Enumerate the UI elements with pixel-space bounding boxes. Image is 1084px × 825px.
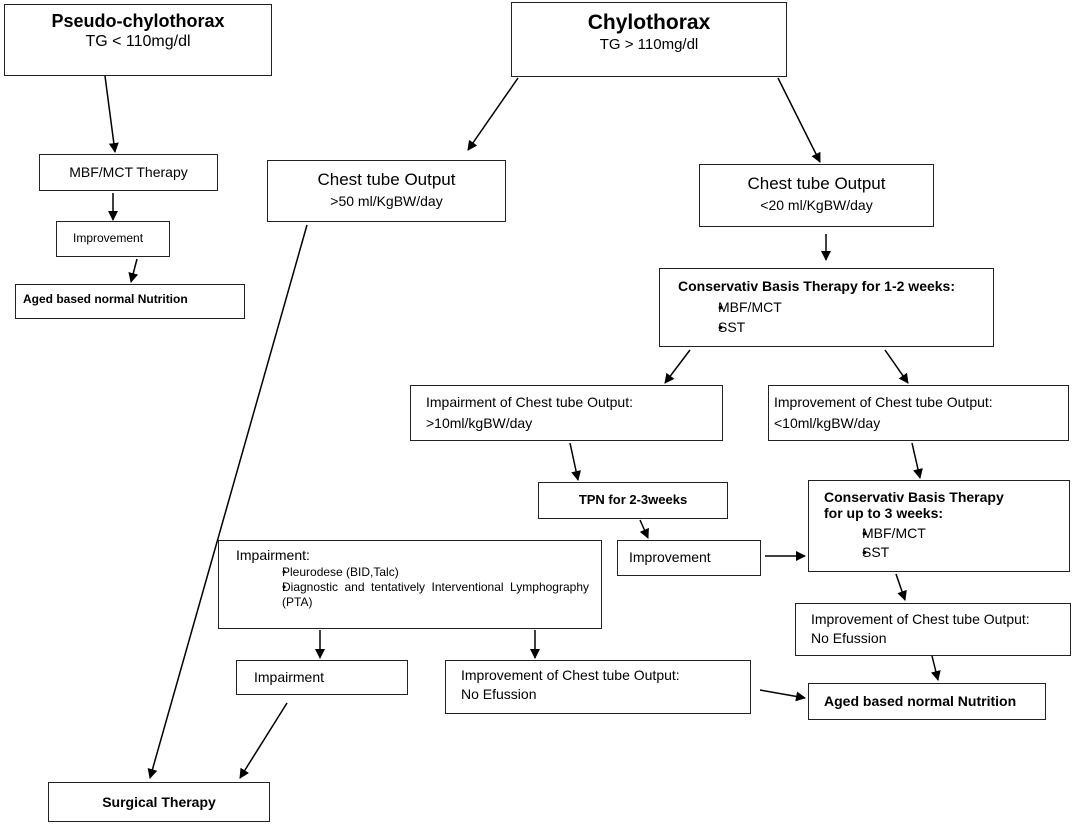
- arrow-improvement-to-aged: [128, 258, 139, 283]
- tpn-label: TPN for 2-3weeks: [578, 492, 688, 507]
- conservative-therapy-2-item: MBF/MCT: [824, 524, 1069, 543]
- no-effusion-mid-line2: No Efussion: [461, 686, 537, 702]
- arrow-tpn-to-improvement-mid: [639, 519, 649, 539]
- impairment-output-line2: >10ml/kgBW/day: [426, 415, 533, 431]
- arrow-chylo-to-output-low: [777, 77, 821, 163]
- conservative-therapy-2-item: SST: [824, 543, 1069, 562]
- conservative-therapy-2-title-line1: Conservativ Basis Therapy: [824, 489, 1004, 505]
- arrow-chylo-to-output-high: [467, 77, 519, 151]
- pseudo-chylothorax-title: Pseudo-chylothorax: [51, 11, 225, 31]
- conservative-therapy-1-list: MBF/MCT SST: [678, 297, 993, 337]
- improvement-output-line2: <10ml/kgBW/day: [774, 415, 881, 431]
- conservative-therapy-2-box: Conservativ Basis Therapy for up to 3 we…: [808, 480, 1070, 572]
- impairment-interventions-list: Pleurodese (BID,Talc) Diagnostic and ten…: [236, 565, 589, 610]
- no-effusion-mid-line1: Improvement of Chest tube Output:: [461, 667, 680, 683]
- impairment-output-line1: Impairment of Chest tube Output:: [426, 394, 633, 410]
- chylothorax-subtitle: TG > 110mg/dl: [599, 36, 699, 53]
- arrow-improvement-to-conservative2: [911, 442, 923, 479]
- pseudo-chylothorax-subtitle: TG < 110mg/dl: [85, 33, 191, 50]
- improvement-left-box: Improvement: [56, 221, 170, 257]
- arrow-impairment-to-tpn: [569, 442, 581, 481]
- improvement-mid-box: Improvement: [617, 540, 761, 576]
- mbf-mct-therapy-box: MBF/MCT Therapy: [39, 154, 218, 191]
- chylothorax-box: Chylothorax TG > 110mg/dl: [511, 2, 787, 77]
- arrow-conservative-to-improvement: [884, 349, 909, 384]
- improvement-output-line1: Improvement of Chest tube Output:: [774, 394, 993, 410]
- impairment-small-box: Impairment: [236, 660, 408, 695]
- surgical-therapy-box: Surgical Therapy: [48, 782, 270, 822]
- arrow-conservative2-to-no-effusion: [895, 573, 907, 601]
- no-effusion-right-line2: No Efussion: [811, 630, 887, 646]
- mbf-mct-therapy-label: MBF/MCT Therapy: [69, 164, 188, 180]
- chest-output-high-title: Chest tube Output: [317, 170, 456, 189]
- chylothorax-title: Chylothorax: [587, 11, 711, 34]
- chest-output-high-subtitle: >50 ml/KgBW/day: [330, 193, 443, 209]
- conservative-therapy-2-list: MBF/MCT SST: [824, 524, 1069, 562]
- conservative-therapy-1-item: MBF/MCT: [678, 297, 993, 317]
- arrow-output-high-to-surgical: [147, 224, 308, 779]
- impairment-interventions-item: Diagnostic and tentatively Interventiona…: [236, 580, 589, 610]
- impairment-interventions-title: Impairment:: [236, 547, 310, 563]
- arrow-no-effusion-to-aged-right: [759, 689, 806, 702]
- chest-output-high-box: Chest tube Output >50 ml/KgBW/day: [267, 160, 506, 222]
- impairment-output-box: Impairment of Chest tube Output: >10ml/k…: [410, 385, 723, 441]
- improvement-left-label: Improvement: [73, 231, 144, 245]
- arrow-no-effusion-to-aged: [930, 655, 941, 681]
- aged-nutrition-right-label: Aged based normal Nutrition: [824, 693, 1017, 709]
- no-effusion-mid-box: Improvement of Chest tube Output: No Efu…: [445, 660, 751, 714]
- improvement-mid-label: Improvement: [629, 549, 711, 565]
- aged-nutrition-right-box: Aged based normal Nutrition: [808, 683, 1046, 720]
- arrow-impairment-to-surgical: [239, 702, 288, 779]
- impairment-interventions-item: Pleurodese (BID,Talc): [236, 565, 589, 580]
- arrow-conservative-to-impairment: [664, 349, 691, 384]
- conservative-therapy-2-title-line2: for up to 3 weeks:: [824, 505, 944, 521]
- conservative-therapy-1-item: SST: [678, 317, 993, 337]
- chest-output-low-title: Chest tube Output: [747, 174, 886, 193]
- no-effusion-right-line1: Improvement of Chest tube Output:: [811, 611, 1030, 627]
- pseudo-chylothorax-box: Pseudo-chylothorax TG < 110mg/dl: [4, 4, 272, 76]
- improvement-output-box: Improvement of Chest tube Output: <10ml/…: [768, 385, 1069, 441]
- chest-output-low-box: Chest tube Output <20 ml/KgBW/day: [699, 164, 934, 227]
- aged-nutrition-left-label: Aged based normal Nutrition: [23, 292, 188, 306]
- conservative-therapy-1-title: Conservativ Basis Therapy for 1-2 weeks:: [678, 278, 956, 294]
- impairment-interventions-box: Impairment: Pleurodese (BID,Talc) Diagno…: [218, 540, 602, 629]
- aged-nutrition-left-box: Aged based normal Nutrition: [15, 284, 245, 319]
- conservative-therapy-1-box: Conservativ Basis Therapy for 1-2 weeks:…: [659, 268, 994, 347]
- surgical-therapy-label: Surgical Therapy: [102, 794, 216, 810]
- impairment-small-label: Impairment: [254, 669, 325, 685]
- arrow-pseudo-to-mbf: [104, 75, 119, 153]
- no-effusion-right-box: Improvement of Chest tube Output: No Efu…: [795, 603, 1071, 656]
- tpn-box: TPN for 2-3weeks: [538, 482, 728, 519]
- chest-output-low-subtitle: <20 ml/KgBW/day: [760, 197, 873, 213]
